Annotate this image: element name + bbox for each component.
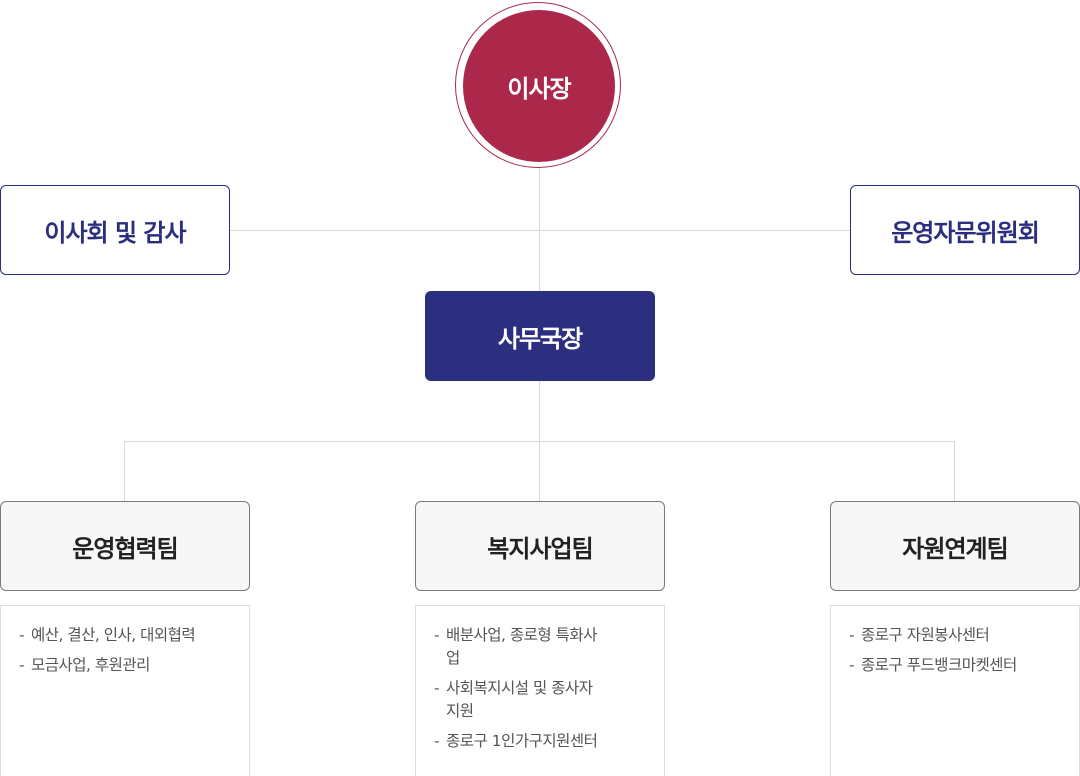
connector-chair-to-director [539, 168, 540, 291]
duty-item: 예산, 결산, 인사, 대외협력 [19, 624, 235, 647]
chairman-label: 이사장 [507, 74, 571, 103]
duty-item: 종로구 1인가구지원센터 [434, 730, 650, 753]
team-welfare-label: 복지사업팀 [487, 534, 593, 563]
director-label: 사무국장 [497, 324, 583, 353]
duty-item: 사회복지시설 및 종사자 지원 [434, 677, 650, 723]
advisory-committee-node: 운영자문위원회 [850, 185, 1080, 275]
advisory-committee-label: 운영자문위원회 [891, 218, 1040, 247]
director-node: 사무국장 [425, 291, 655, 381]
connector-horizontal-side [230, 230, 850, 231]
duty-item: 배분사업, 종로형 특화사업 [434, 624, 650, 670]
connector-team-bus [124, 441, 955, 442]
board-audit-node: 이사회 및 감사 [0, 185, 230, 275]
team-resources-label: 자원연계팀 [902, 534, 1008, 563]
duty-item: 종로구 푸드뱅크마켓센터 [849, 654, 1065, 677]
duty-item: 종로구 자원봉사센터 [849, 624, 1065, 647]
team-operations-duties: 예산, 결산, 인사, 대외협력 모금사업, 후원관리 [0, 605, 250, 776]
connector-team-left [124, 441, 125, 501]
chairman-node: 이사장 [463, 10, 615, 162]
team-welfare-node: 복지사업팀 [415, 501, 665, 591]
connector-team-right [954, 441, 955, 501]
team-operations-label: 운영협력팀 [72, 534, 178, 563]
team-resources-duties: 종로구 자원봉사센터 종로구 푸드뱅크마켓센터 [830, 605, 1080, 776]
board-audit-label: 이사회 및 감사 [44, 218, 186, 247]
team-resources-node: 자원연계팀 [830, 501, 1080, 591]
team-operations-node: 운영협력팀 [0, 501, 250, 591]
duty-item: 모금사업, 후원관리 [19, 654, 235, 677]
team-welfare-duties: 배분사업, 종로형 특화사업 사회복지시설 및 종사자 지원 종로구 1인가구지… [415, 605, 665, 776]
